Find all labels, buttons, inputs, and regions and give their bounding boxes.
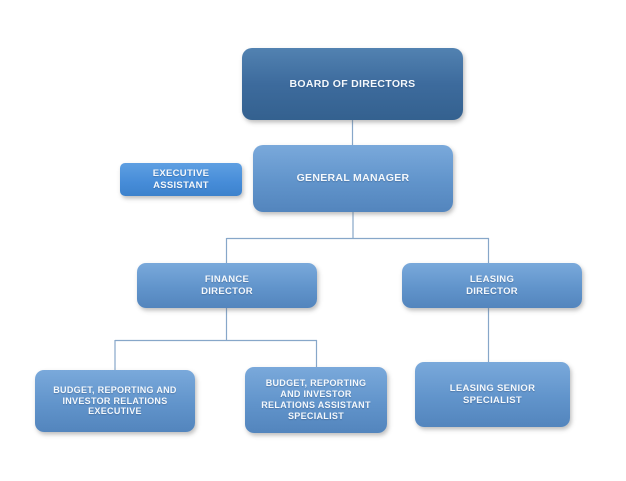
node-label: BUDGET, REPORTING AND INVESTOR RELATIONS…: [53, 384, 177, 417]
node-executive-assistant: EXECUTIVE ASSISTANT: [120, 163, 242, 196]
node-label: FINANCE DIRECTOR: [201, 273, 253, 297]
node-label: BUDGET, REPORTING AND INVESTOR RELATIONS…: [261, 378, 371, 421]
node-label: EXECUTIVE ASSISTANT: [152, 167, 210, 191]
node-label: BOARD OF DIRECTORS: [289, 77, 416, 90]
node-leasing-director: LEASING DIRECTOR: [402, 263, 582, 308]
node-board-of-directors: BOARD OF DIRECTORS: [242, 48, 463, 120]
node-finance-director: FINANCE DIRECTOR: [137, 263, 317, 308]
node-label: LEASING DIRECTOR: [466, 273, 518, 297]
node-budget-reporting-investor-relations-assistant-specialist: BUDGET, REPORTING AND INVESTOR RELATIONS…: [245, 367, 387, 433]
node-general-manager: GENERAL MANAGER: [253, 145, 453, 212]
node-budget-reporting-investor-relations-executive: BUDGET, REPORTING AND INVESTOR RELATIONS…: [35, 370, 195, 432]
node-leasing-senior-specialist: LEASING SENIOR SPECIALIST: [415, 362, 570, 427]
node-label: GENERAL MANAGER: [296, 172, 410, 185]
node-label: LEASING SENIOR SPECIALIST: [449, 382, 536, 406]
